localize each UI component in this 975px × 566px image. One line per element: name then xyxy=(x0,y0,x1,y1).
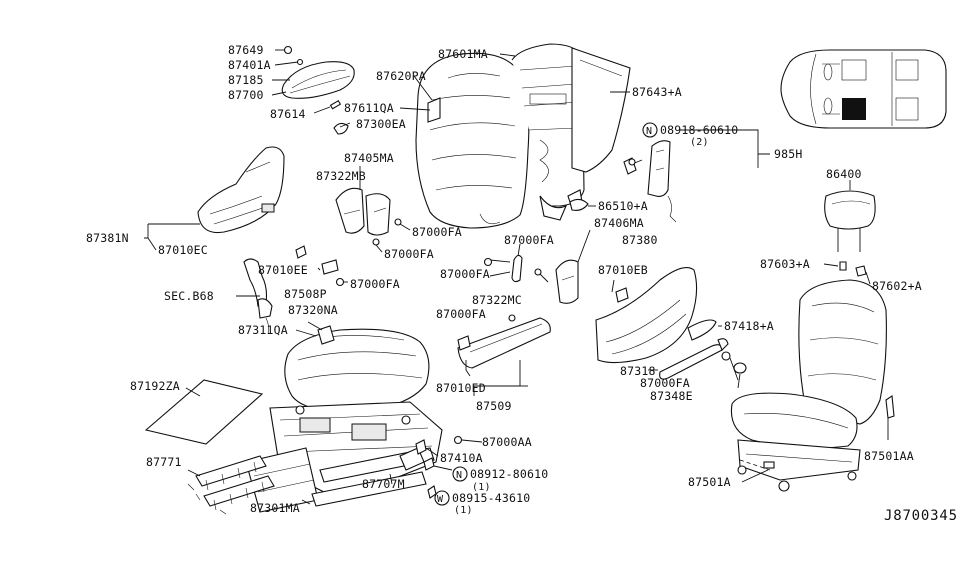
label-87000fa-7: 87000FA xyxy=(640,376,690,390)
recliner-lever-87318 xyxy=(648,338,747,389)
lumbar-86510 xyxy=(569,198,596,211)
back-board-panel xyxy=(571,47,631,173)
armrest-part xyxy=(271,45,355,114)
label-symbol-n-1: N xyxy=(646,126,652,137)
label-symbol-w: W xyxy=(437,494,444,505)
symbol-w-circle xyxy=(434,490,450,506)
headrest-guide-parts xyxy=(333,53,630,135)
label-87322mb: 87322MB xyxy=(316,169,366,183)
label-87501aa: 87501AA xyxy=(864,449,914,463)
label-08912-80610: 08912-80610 xyxy=(470,467,548,481)
assembled-seat xyxy=(730,279,895,492)
label-08918-60610: 08918-60610 xyxy=(660,123,738,137)
seat-back-cushion xyxy=(415,52,530,229)
symbol-n-circle-1 xyxy=(642,122,658,138)
label-87322mc: 87322MC xyxy=(472,293,522,307)
label-87601ma: 87601MA xyxy=(438,47,488,61)
label-87300ea: 87300EA xyxy=(356,117,406,131)
label-87000fa-1: 87000FA xyxy=(412,225,462,239)
headrest xyxy=(823,180,876,285)
label-87000fa-4: 87000FA xyxy=(440,267,490,281)
label-87000aa: 87000AA xyxy=(482,435,532,449)
label-08918-qty: (2) xyxy=(690,137,709,148)
label-87771: 87771 xyxy=(146,455,182,469)
label-87603a: 87603+A xyxy=(760,257,810,271)
label-08912-qty: (1) xyxy=(472,482,491,493)
seat-frame-87301ma xyxy=(245,401,443,513)
label-87381n: 87381N xyxy=(86,231,129,245)
seat-side-cover-left xyxy=(144,146,285,251)
label-87348e: 87348E xyxy=(650,389,693,403)
inner-bracket-87406ma xyxy=(489,229,591,322)
fasteners-87000fa xyxy=(483,158,636,267)
recliner-bracket-87322mb xyxy=(335,166,411,253)
label-87000fa-6: 87000FA xyxy=(436,307,486,321)
label-87000fa-3: 87000FA xyxy=(504,233,554,247)
label-87509: 87509 xyxy=(476,399,512,413)
label-87192za: 87192ZA xyxy=(130,379,180,393)
label-87602a: 87602+A xyxy=(872,279,922,293)
label-08915-qty: (1) xyxy=(454,505,473,516)
label-87501a: 87501A xyxy=(688,475,731,489)
recliner-cover-87380 xyxy=(595,267,722,364)
hardware-87771 xyxy=(187,455,275,515)
vehicle-locator-inset xyxy=(780,49,947,129)
label-87320na: 87320NA xyxy=(288,303,338,317)
slide-cover-87010ed xyxy=(457,317,551,396)
label-87620pa: 87620PA xyxy=(376,69,426,83)
label-87318: 87318 xyxy=(620,364,656,378)
label-87418a: 87418+A xyxy=(724,319,774,333)
seat-cushion xyxy=(284,321,430,413)
label-87700: 87700 xyxy=(228,88,264,102)
label-87311qa: 87311QA xyxy=(238,323,288,337)
label-87649: 87649 xyxy=(228,43,264,57)
seatbelt-buckle xyxy=(236,245,348,335)
label-87000fa-2: 87000FA xyxy=(384,247,434,261)
label-87643a: 87643+A xyxy=(632,85,682,99)
label-985h: 985H xyxy=(774,147,803,161)
label-87380: 87380 xyxy=(622,233,658,247)
diagram-reference-code: J8700345 xyxy=(884,508,958,524)
seat-switch-985h xyxy=(623,129,770,223)
part-labels: 87649 87401A 87185 87700 87614 87620PA 8… xyxy=(86,43,958,524)
label-87508p: 87508P xyxy=(284,287,327,301)
label-87406ma: 87406MA xyxy=(594,216,644,230)
label-87000fa-5: 87000FA xyxy=(350,277,400,291)
label-sec-b68: SEC.B68 xyxy=(164,289,214,303)
label-87405ma: 87405MA xyxy=(344,151,394,165)
label-87010ed: 87010ED xyxy=(436,381,486,395)
label-87301ma: 87301MA xyxy=(250,501,300,515)
label-87010eb: 87010EB xyxy=(598,263,648,277)
seat-mat xyxy=(144,379,264,445)
label-86510a: 86510+A xyxy=(598,199,648,213)
label-87707m: 87707M xyxy=(362,477,405,491)
label-87010ee: 87010EE xyxy=(258,263,308,277)
seat-back-frame xyxy=(511,43,585,221)
label-87185: 87185 xyxy=(228,73,264,87)
label-86400: 86400 xyxy=(826,167,862,181)
label-symbol-n-2: N xyxy=(456,470,462,481)
symbol-n-circle-2 xyxy=(452,466,468,482)
label-87401a: 87401A xyxy=(228,58,271,72)
label-87611qa: 87611QA xyxy=(344,101,394,115)
label-87614: 87614 xyxy=(270,107,306,121)
label-87410a: 87410A xyxy=(440,451,483,465)
label-08915-43610: 08915-43610 xyxy=(452,491,530,505)
label-87010ec: 87010EC xyxy=(158,243,208,257)
